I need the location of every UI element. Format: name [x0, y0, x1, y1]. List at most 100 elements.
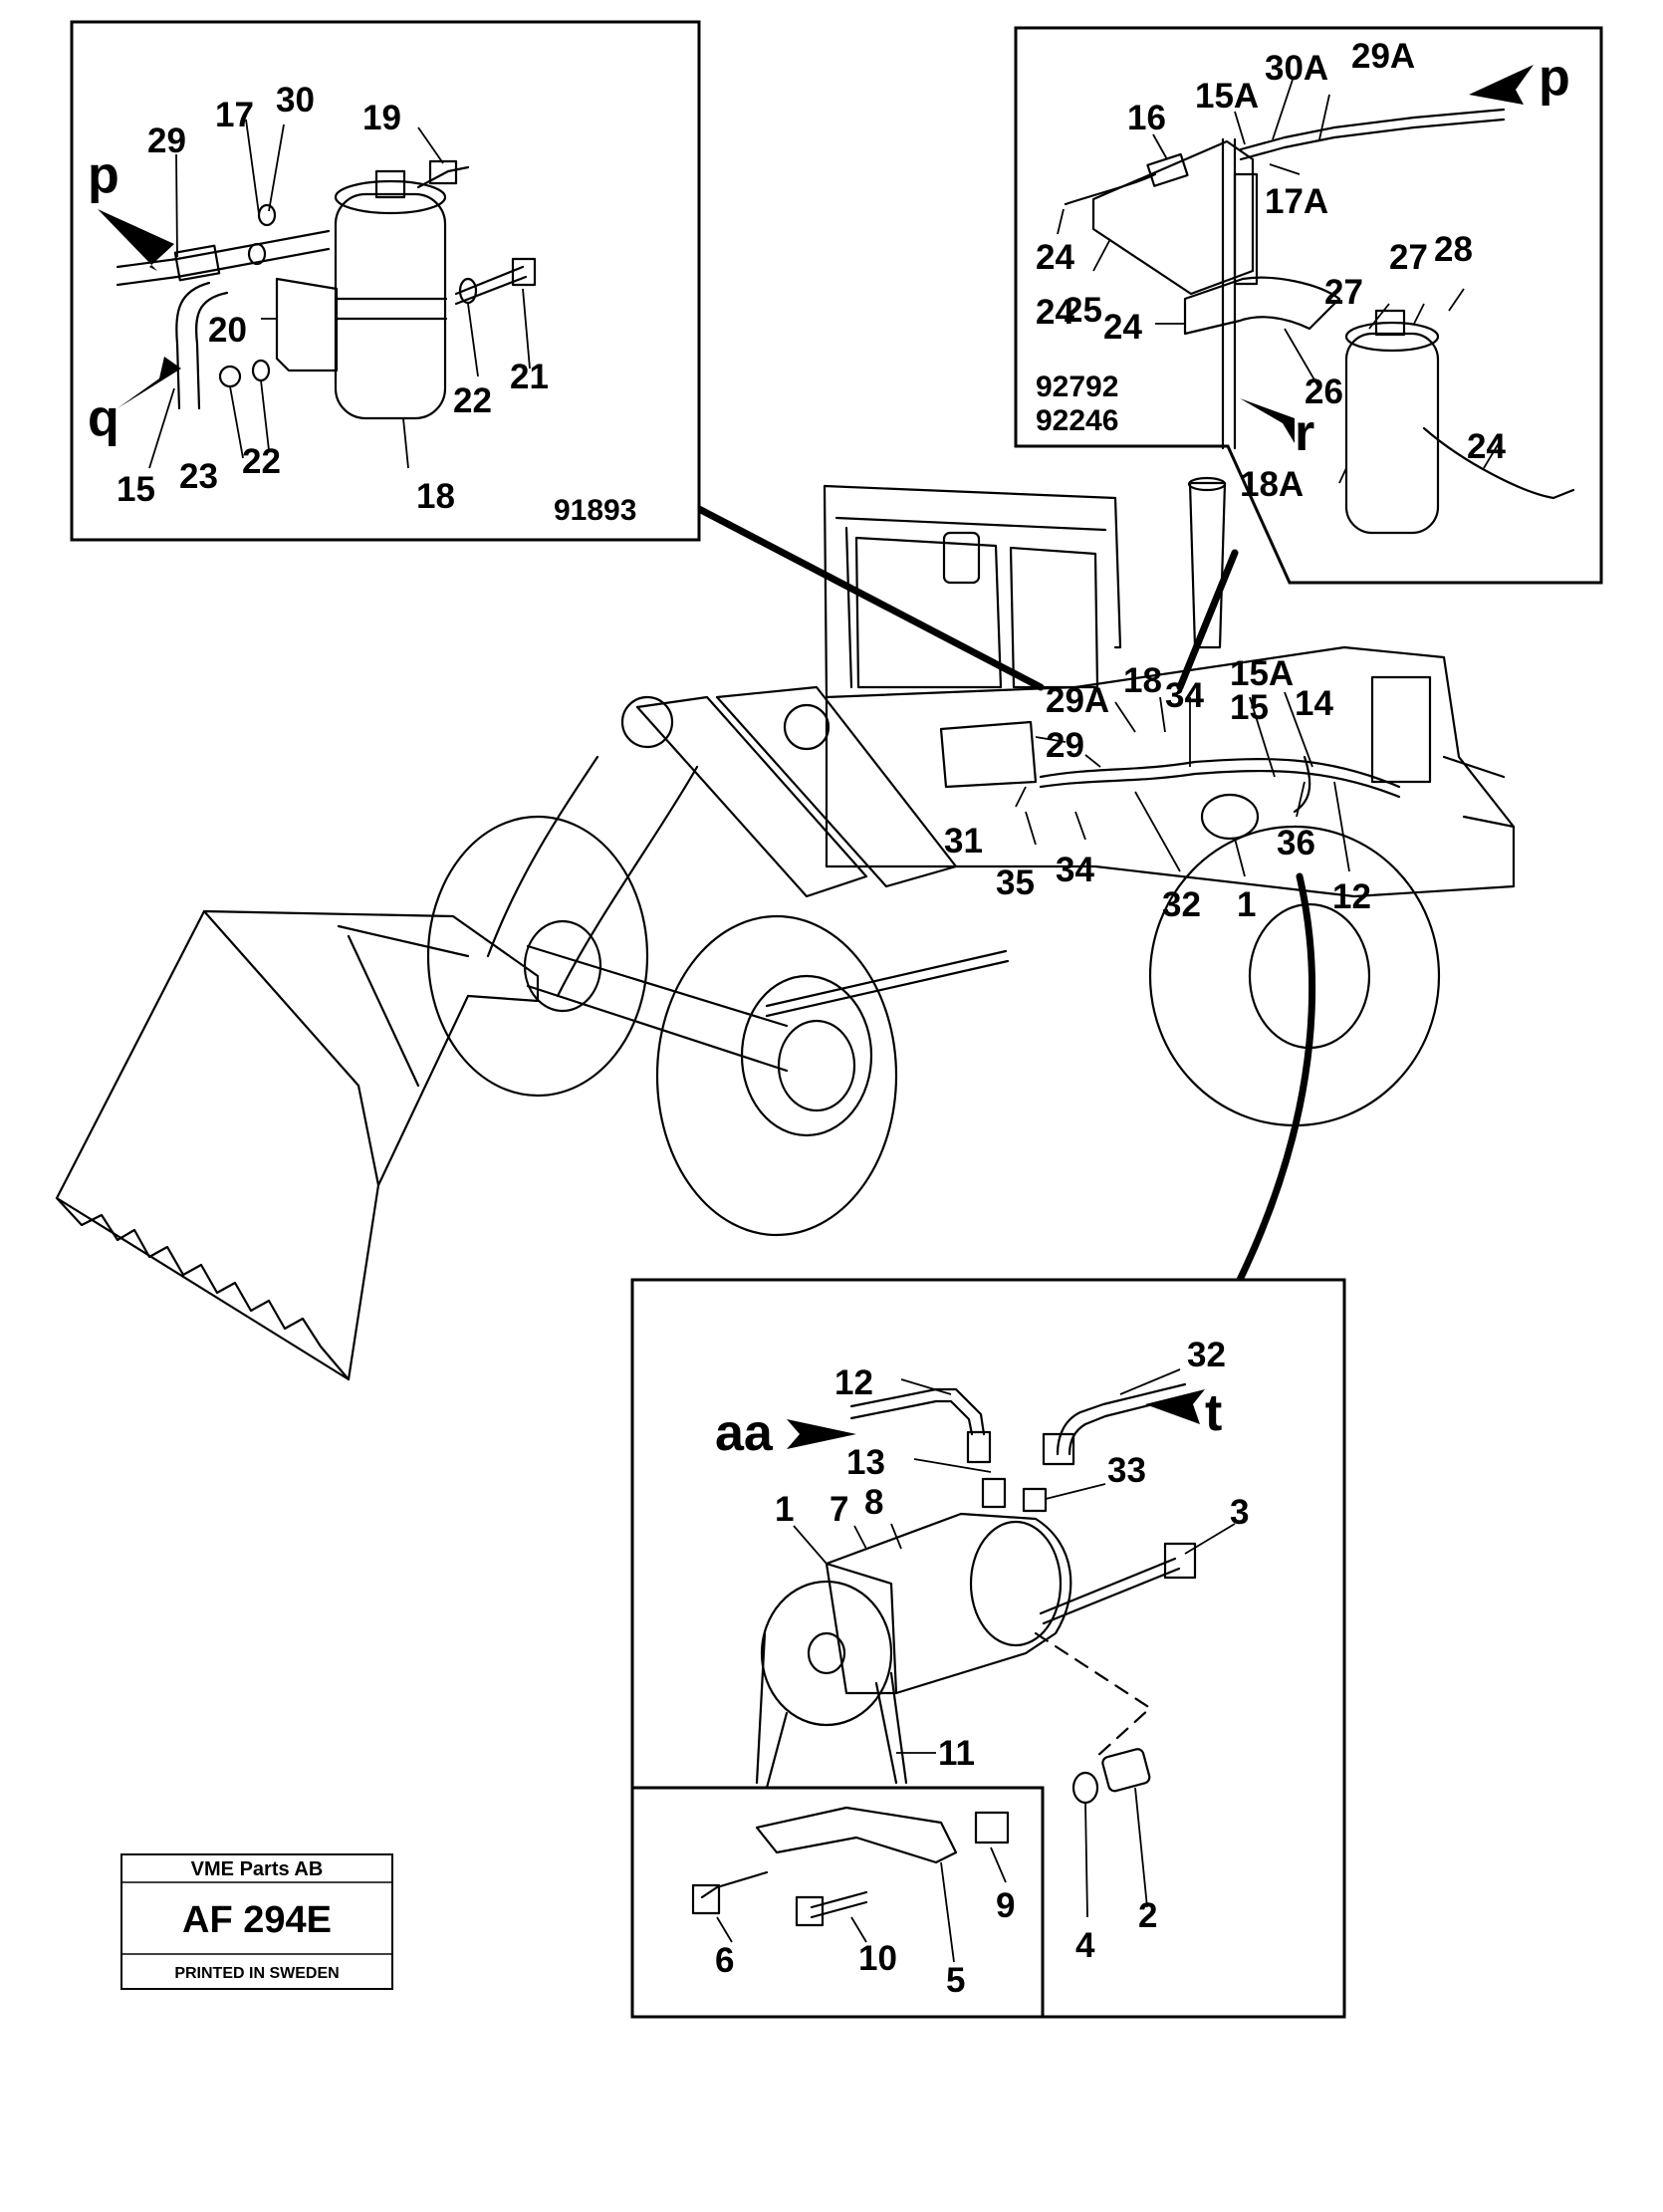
callout: 16	[1127, 99, 1166, 137]
callout: 22	[242, 442, 281, 481]
bolt-6	[700, 1870, 769, 1899]
bracket-25	[1091, 139, 1255, 296]
callout: 23	[179, 457, 218, 496]
reference-number: 91893	[554, 494, 636, 527]
callout: 30A	[1265, 49, 1328, 88]
callout: 17A	[1265, 182, 1328, 221]
connector-detail-p	[693, 504, 1045, 691]
drive-belt	[755, 1631, 908, 1790]
arrow-p	[1469, 65, 1534, 105]
front-wheel	[655, 914, 898, 1237]
detail-p-panel: p q 29 17 30 19 20 21 22 22 23 15 18 918…	[70, 20, 701, 542]
callout: 3	[1230, 1493, 1249, 1532]
arrow-label-aa: aa	[715, 1404, 774, 1462]
callout: 1	[775, 1490, 794, 1529]
callout: 22	[453, 381, 492, 420]
callout: 27	[1324, 273, 1363, 312]
bolt-3	[1039, 1557, 1181, 1625]
cab	[823, 484, 1122, 699]
reference-number: 92246	[1036, 404, 1118, 437]
callout: 1	[1237, 885, 1256, 924]
callout: 29A	[1046, 681, 1109, 720]
callout: 31	[944, 822, 983, 860]
callout: 17	[215, 96, 254, 134]
callout: 4	[1075, 1926, 1095, 1965]
callout: 7	[830, 1490, 848, 1529]
callout: 28	[1434, 230, 1473, 269]
arrow-label-q: q	[88, 389, 119, 447]
sensor-wire	[1422, 426, 1575, 500]
rear-wheel	[1148, 825, 1441, 1127]
spacer-9	[974, 1811, 1010, 1844]
hose-15	[175, 281, 211, 410]
callout: 12	[1332, 877, 1371, 916]
callout: 18	[416, 477, 455, 516]
component-14	[1370, 675, 1432, 784]
pipe-32	[1056, 1382, 1187, 1456]
wheel-loader-drawing	[55, 476, 1516, 1381]
bucket	[55, 909, 540, 1381]
boom-arm-left	[635, 695, 868, 898]
arrow-t	[1145, 1389, 1205, 1424]
callout: 33	[1107, 1451, 1146, 1490]
arrow-r	[1240, 398, 1295, 443]
callout: 35	[996, 863, 1035, 902]
callout: 13	[846, 1443, 885, 1482]
callout: 15A	[1230, 654, 1294, 693]
callout: 29A	[1351, 37, 1415, 76]
callout: 34	[1056, 851, 1094, 889]
bucket-teeth	[55, 1196, 351, 1381]
callout: 11	[938, 1734, 975, 1773]
boom-arm-right	[715, 685, 958, 888]
detail-t-panel: aa t 12 32 13 33 1 7 8 3 11 6 10 5 9 4 2	[630, 1278, 1346, 2019]
callout: 5	[946, 1961, 965, 2000]
drive-shaft	[765, 949, 1010, 1018]
callout: 10	[858, 1939, 897, 1978]
main-view-callouts: 29A 18 34 15A 15 14 29 31 35 34 32 1 36 …	[944, 654, 1371, 924]
clamp-24	[1183, 276, 1341, 336]
reference-number: 92792	[1036, 370, 1118, 403]
callout: 15	[1230, 688, 1269, 727]
fitting-13	[981, 1477, 1007, 1509]
callout: 24	[1036, 238, 1074, 277]
callout: 18	[1123, 661, 1162, 700]
bolt-21	[454, 265, 528, 306]
connector-detail-t	[1236, 872, 1316, 1284]
callout: 32	[1162, 885, 1201, 924]
arrow-p	[98, 209, 174, 271]
callout: 18A	[1240, 465, 1304, 504]
callout: 14	[1295, 684, 1333, 723]
arrow-label-r: r	[1295, 404, 1314, 462]
arrow-aa	[787, 1419, 856, 1449]
callout: 36	[1277, 824, 1315, 862]
exhaust-pipe	[1188, 481, 1227, 649]
compressor-pulley	[760, 1580, 893, 1727]
callout: 15	[117, 470, 155, 509]
arrow-label-p: p	[1539, 49, 1570, 107]
arrow-label-p: p	[88, 146, 119, 204]
fitting-33	[1022, 1487, 1048, 1513]
stamp-company: VME Parts AB	[191, 1858, 324, 1880]
callout: 34	[1165, 676, 1204, 715]
callout: 27	[1389, 238, 1428, 277]
callout: 26	[1305, 372, 1343, 411]
pipe-29	[116, 229, 331, 269]
callout: 19	[362, 99, 401, 137]
callout: 25	[1064, 291, 1102, 330]
front-wheel-left	[426, 815, 649, 1098]
connector-detail-r	[1176, 549, 1239, 691]
callout: 32	[1187, 1336, 1226, 1374]
detail-t-inset	[630, 1786, 1045, 2019]
callout: 29	[1046, 726, 1084, 765]
callout: 24	[1467, 427, 1506, 466]
compressor	[825, 1512, 1072, 1695]
front-axle	[526, 944, 789, 1073]
stamp-printed: PRINTED IN SWEDEN	[174, 1965, 339, 1982]
tension-bracket	[755, 1806, 958, 1864]
component-31	[939, 720, 1038, 789]
callout: 21	[510, 358, 549, 396]
arrow-q	[118, 357, 181, 408]
callout: 2	[1138, 1896, 1157, 1935]
spacer-2	[1101, 1748, 1151, 1793]
